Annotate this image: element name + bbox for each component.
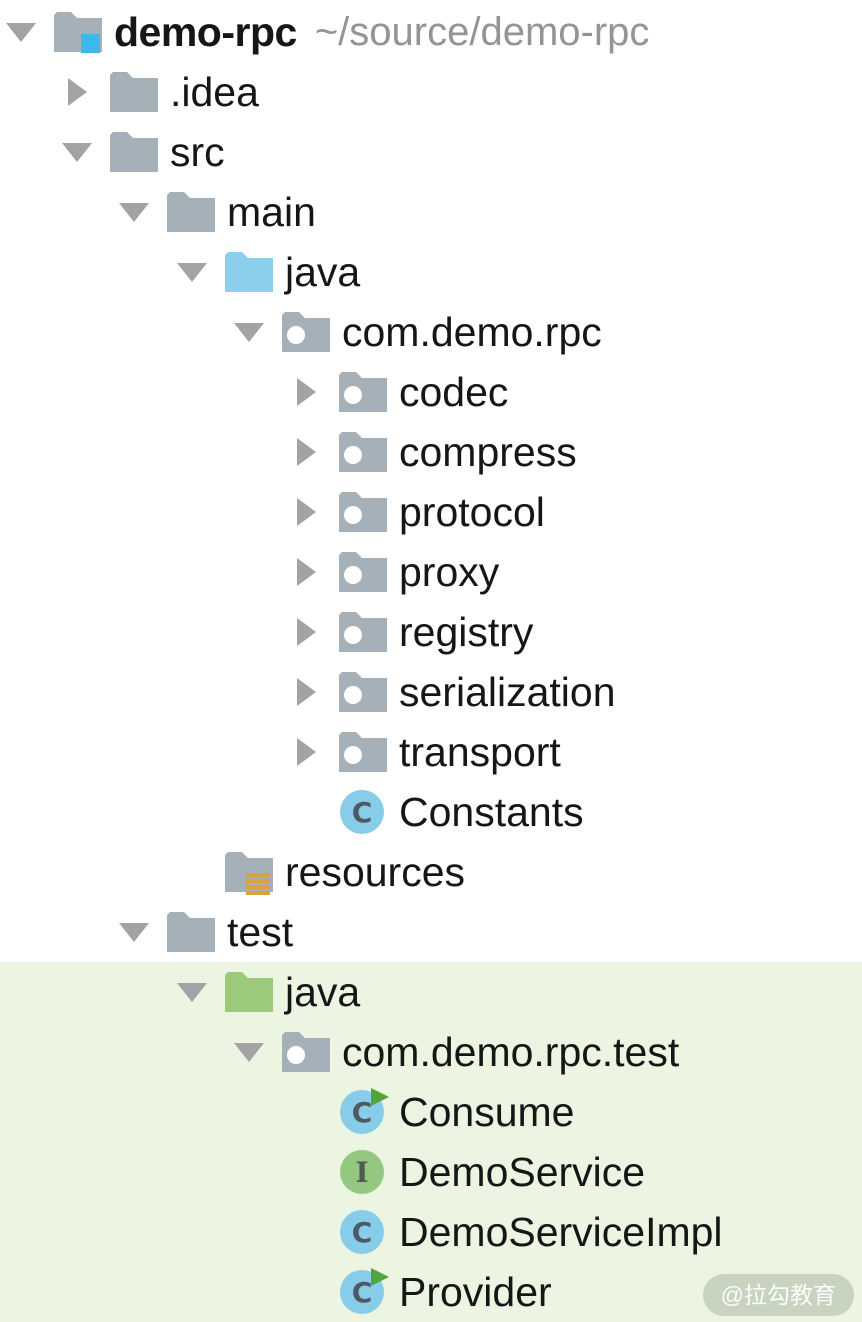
tree-item-label[interactable]: .idea [170, 69, 259, 115]
tree-row[interactable]: java [0, 242, 862, 302]
tree-row[interactable]: serialization [0, 662, 862, 722]
tree-row[interactable]: proxy [0, 542, 862, 602]
class-icon: C [337, 786, 389, 838]
tree-row[interactable]: codec [0, 362, 862, 422]
interface-icon: I [337, 1146, 389, 1198]
chevron-expanded-icon[interactable] [177, 255, 207, 289]
tree-row[interactable]: C DemoServiceImpl [0, 1202, 862, 1262]
chevron-expanded-icon[interactable] [177, 975, 207, 1009]
chevron-expanded-icon[interactable] [6, 15, 36, 49]
tree-row[interactable]: demo-rpc ~/source/demo-rpc [0, 2, 862, 62]
class-run-icon: C [337, 1266, 389, 1318]
package-icon [280, 1026, 332, 1078]
tree-row[interactable]: C Constants [0, 782, 862, 842]
chevron-collapsed-icon[interactable] [291, 555, 321, 589]
package-icon [337, 366, 389, 418]
tree-row[interactable]: java [0, 962, 862, 1022]
arrow-spacer [291, 795, 321, 829]
arrow-spacer [291, 1155, 321, 1189]
chevron-collapsed-icon[interactable] [291, 435, 321, 469]
folder-icon [165, 186, 217, 238]
tree-item-label[interactable]: src [170, 129, 225, 175]
tree-item-label[interactable]: registry [399, 609, 534, 655]
watermark: @拉勾教育 [702, 1274, 854, 1316]
package-icon [337, 546, 389, 598]
tree-item-label[interactable]: protocol [399, 489, 545, 535]
tree-row[interactable]: protocol [0, 482, 862, 542]
tree-item-label[interactable]: main [227, 189, 316, 235]
class-icon: C [337, 1206, 389, 1258]
arrow-spacer [291, 1215, 321, 1249]
tree-row[interactable]: transport [0, 722, 862, 782]
tree-item-label[interactable]: java [285, 969, 361, 1015]
tree-row[interactable]: resources [0, 842, 862, 902]
tree-item-label[interactable]: Provider [399, 1269, 552, 1315]
tree-item-label[interactable]: demo-rpc [114, 9, 297, 55]
folder-icon [108, 66, 160, 118]
tree-row[interactable]: compress [0, 422, 862, 482]
tree-row[interactable]: main [0, 182, 862, 242]
tree-row[interactable]: com.demo.rpc [0, 302, 862, 362]
tree-item-label[interactable]: codec [399, 369, 509, 415]
package-icon [337, 606, 389, 658]
chevron-expanded-icon[interactable] [234, 315, 264, 349]
tree-item-label[interactable]: Constants [399, 789, 584, 835]
svg-text:C: C [352, 796, 373, 829]
chevron-collapsed-icon[interactable] [291, 735, 321, 769]
tree-row[interactable]: C Consume [0, 1082, 862, 1142]
folder-source-icon [223, 246, 275, 298]
tree-item-label[interactable]: proxy [399, 549, 500, 595]
chevron-collapsed-icon[interactable] [291, 675, 321, 709]
package-icon [280, 306, 332, 358]
tree-row[interactable]: registry [0, 602, 862, 662]
tree-item-label[interactable]: Consume [399, 1089, 575, 1135]
package-icon [337, 666, 389, 718]
tree-item-label[interactable]: test [227, 909, 294, 955]
project-folder-icon [52, 6, 104, 58]
tree-row[interactable]: src [0, 122, 862, 182]
folder-icon [108, 126, 160, 178]
folder-resources-icon [223, 846, 275, 898]
chevron-expanded-icon[interactable] [119, 915, 149, 949]
svg-text:C: C [352, 1276, 373, 1309]
chevron-expanded-icon[interactable] [234, 1035, 264, 1069]
chevron-collapsed-icon[interactable] [291, 495, 321, 529]
arrow-spacer [291, 1095, 321, 1129]
svg-text:C: C [352, 1216, 373, 1249]
class-run-icon: C [337, 1086, 389, 1138]
project-path: ~/source/demo-rpc [314, 10, 650, 54]
tree-item-label[interactable]: transport [399, 729, 561, 775]
tree-item-label[interactable]: DemoService [399, 1149, 646, 1195]
tree-item-label[interactable]: com.demo.rpc [342, 309, 602, 355]
tree-item-label[interactable]: java [285, 249, 361, 295]
tree-row[interactable]: I DemoService [0, 1142, 862, 1202]
svg-text:I: I [355, 1156, 368, 1189]
folder-icon [165, 906, 217, 958]
tree-item-label[interactable]: com.demo.rpc.test [342, 1029, 680, 1075]
chevron-collapsed-icon[interactable] [62, 75, 92, 109]
tree-row[interactable]: .idea [0, 62, 862, 122]
svg-text:C: C [352, 1096, 373, 1129]
tree-item-label[interactable]: DemoServiceImpl [399, 1209, 723, 1255]
chevron-collapsed-icon[interactable] [291, 615, 321, 649]
tree-row[interactable]: com.demo.rpc.test [0, 1022, 862, 1082]
tree-row[interactable]: test [0, 902, 862, 962]
chevron-collapsed-icon[interactable] [291, 375, 321, 409]
folder-test-icon [223, 966, 275, 1018]
arrow-spacer [291, 1275, 321, 1309]
chevron-expanded-icon[interactable] [119, 195, 149, 229]
tree-item-label[interactable]: resources [285, 849, 466, 895]
package-icon [337, 726, 389, 778]
chevron-expanded-icon[interactable] [62, 135, 92, 169]
package-icon [337, 426, 389, 478]
tree-item-label[interactable]: compress [399, 429, 577, 475]
arrow-spacer [177, 855, 207, 889]
package-icon [337, 486, 389, 538]
tree-item-label[interactable]: serialization [399, 669, 616, 715]
